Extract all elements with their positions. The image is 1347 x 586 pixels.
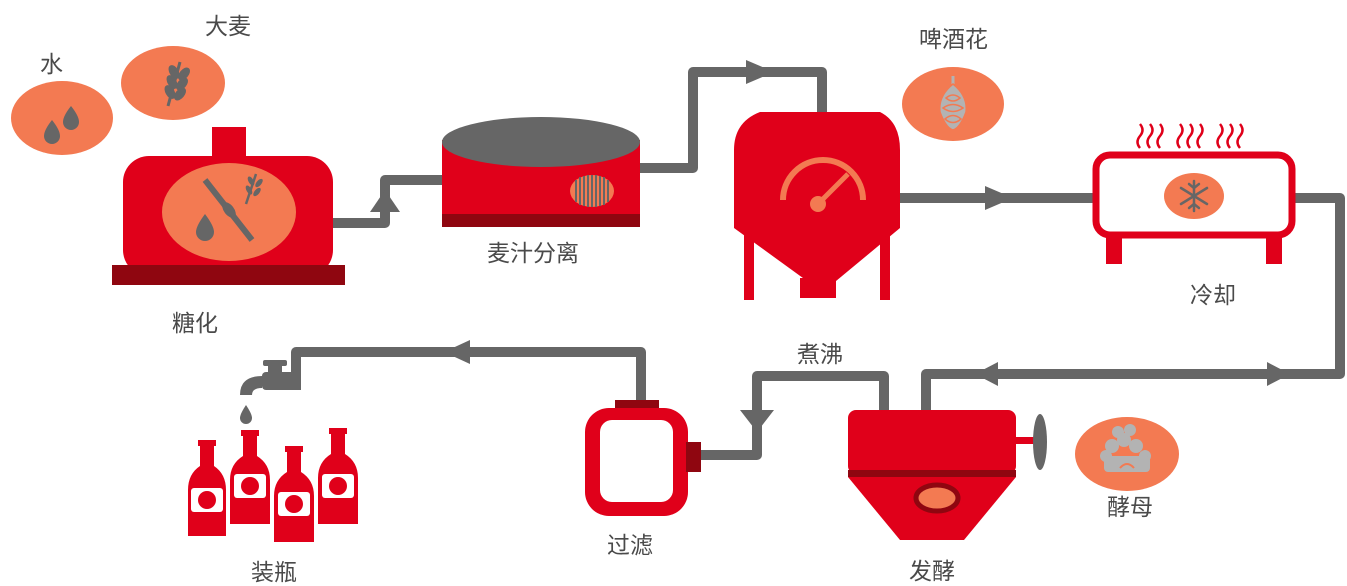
- label-fermentation: 发酵: [909, 559, 955, 585]
- yeast-icon: [1100, 424, 1151, 472]
- mash-tun: [112, 127, 345, 285]
- filter: [585, 400, 701, 516]
- label-barley: 大麦: [205, 14, 251, 40]
- hop-cone-icon: [939, 76, 967, 131]
- bottle-icon: [230, 430, 270, 524]
- bottle-icon: [318, 428, 358, 524]
- pipe-lauter-to-kettle: [640, 67, 827, 173]
- fermentation-tank: [848, 410, 1047, 540]
- gauge-icon: [780, 157, 866, 212]
- mash-mixer-icon: [196, 173, 263, 242]
- kettle: [734, 112, 900, 300]
- label-bottling: 装瓶: [251, 560, 297, 586]
- yeast-bubble: [1075, 417, 1179, 491]
- water-bubble: [11, 81, 113, 155]
- bottle-icon: [188, 440, 226, 536]
- arrow-icon: [1267, 362, 1290, 386]
- snowflake-icon: [1179, 179, 1209, 213]
- arrow-icon: [985, 186, 1013, 210]
- lauter-tun: [442, 117, 640, 227]
- bottles: [188, 428, 358, 542]
- faucet-icon: [240, 360, 296, 424]
- cooler: [1092, 123, 1296, 264]
- wheat-icon: [164, 61, 190, 107]
- hops-bubble: [902, 67, 1004, 141]
- label-yeast: 酵母: [1107, 495, 1153, 521]
- label-hops: 啤酒花: [919, 27, 988, 53]
- arrow-icon: [444, 340, 470, 364]
- arrow-icon: [370, 190, 400, 212]
- label-mashing: 糖化: [172, 311, 218, 337]
- arrow-icon: [740, 410, 774, 432]
- barley-bubble: [121, 46, 225, 120]
- label-cooling: 冷却: [1190, 283, 1236, 309]
- arrow-icon: [975, 362, 998, 386]
- lauter-grate-icon: [570, 175, 614, 207]
- bottle-icon: [274, 446, 314, 542]
- flow-arrows: [370, 60, 1290, 432]
- label-filtration: 过滤: [607, 533, 653, 559]
- pipe-cooler-to-fermenter: [921, 193, 1345, 410]
- water-drops-icon: [44, 106, 79, 144]
- label-boiling: 煮沸: [797, 342, 843, 368]
- label-lautering: 麦汁分离: [487, 241, 579, 267]
- pipe-fermenter-to-filter: [700, 371, 889, 460]
- label-water: 水: [40, 52, 63, 78]
- heat-waves-icon: [1136, 123, 1244, 149]
- arrow-icon: [746, 60, 774, 84]
